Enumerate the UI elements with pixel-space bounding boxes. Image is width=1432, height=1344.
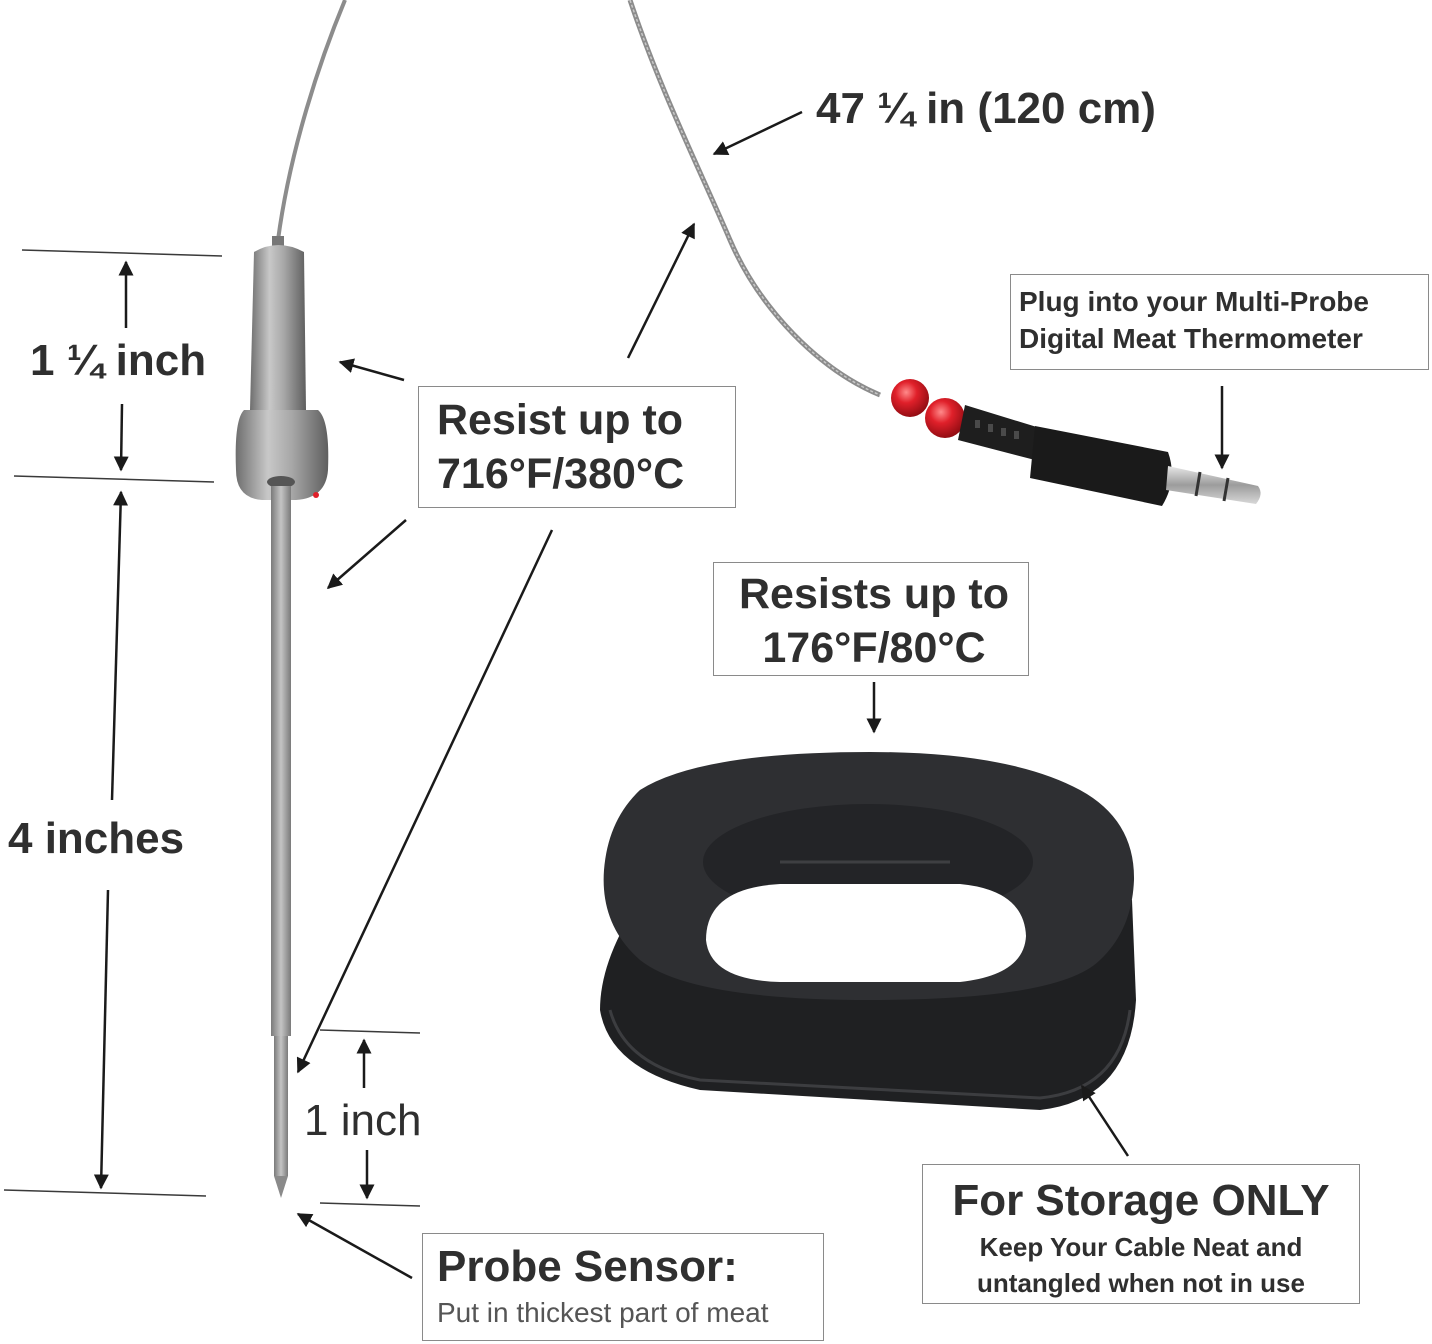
handle-length-label: 1 ¼ inch xyxy=(30,336,207,385)
heat-to-cable-arrow xyxy=(626,222,696,359)
storage-heat-callout: Resists up to 176°F/80°C xyxy=(713,562,1029,676)
sensor-arrow xyxy=(296,1212,413,1280)
storage-heat-line2: 176°F/80°C xyxy=(762,624,986,672)
plug-callout-line2: Digital Meat Thermometer xyxy=(1019,323,1363,354)
tip-length-label: 1 inch xyxy=(304,1096,422,1145)
probe-up-arrow xyxy=(110,490,129,801)
storage-arrow xyxy=(1080,1084,1130,1157)
storage-title: For Storage ONLY xyxy=(952,1176,1330,1225)
probe-heat-line2: 716°F/380°C xyxy=(437,450,685,498)
heat-to-handle-arrow xyxy=(338,358,405,382)
storage-line2: untangled when not in use xyxy=(977,1268,1305,1298)
probe-heat-line1: Resist up to xyxy=(437,396,684,444)
storage-callout: For Storage ONLY Keep Your Cable Neat an… xyxy=(922,1164,1360,1304)
heat-to-tip-arrow xyxy=(296,529,554,1074)
probe-sensor-title: Probe Sensor: xyxy=(437,1242,738,1291)
probe-sensor-callout: Probe Sensor: Put in thickest part of me… xyxy=(422,1233,824,1341)
probe-length-label: 4 inches xyxy=(8,814,185,863)
handle-down-arrow xyxy=(113,403,129,472)
storage-heat-line1: Resists up to xyxy=(739,570,1009,618)
annotation-arrows xyxy=(93,110,1230,1280)
plug-callout: Plug into your Multi-Probe Digital Meat … xyxy=(1010,274,1429,370)
heat-to-rod-arrow xyxy=(326,519,407,589)
dimension-lines xyxy=(3,249,421,1207)
plug-callout-line1: Plug into your Multi-Probe xyxy=(1019,286,1369,317)
cable-length-label: 47 ¼ in (120 cm) xyxy=(816,84,1156,133)
probe-down-arrow xyxy=(93,889,110,1190)
probe-sensor-subtitle: Put in thickest part of meat xyxy=(437,1297,769,1328)
cable-winder-icon xyxy=(600,752,1136,1110)
storage-line1: Keep Your Cable Neat and xyxy=(979,1232,1303,1262)
probe-cable xyxy=(276,0,881,398)
temperature-probe-icon xyxy=(235,236,329,1198)
audio-plug-icon xyxy=(891,379,1261,506)
cable-length-arrow xyxy=(712,110,803,156)
probe-heat-callout: Resist up to 716°F/380°C xyxy=(418,386,736,508)
